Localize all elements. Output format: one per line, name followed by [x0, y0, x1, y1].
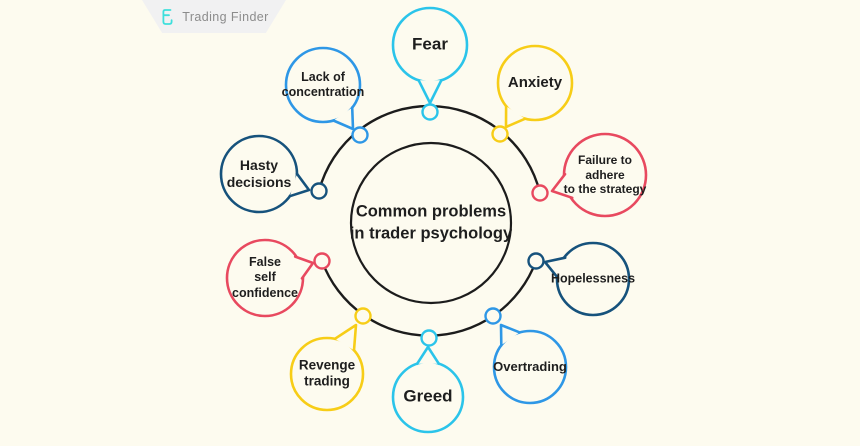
bubble-tail-revenge	[333, 323, 358, 352]
bubble-lack	[284, 46, 362, 124]
bubble-greed	[391, 360, 465, 434]
bubble-tail-lack	[332, 106, 355, 131]
bubble-tail-greed	[415, 345, 441, 365]
bubble-false-self	[225, 238, 305, 318]
bubble-tail-hopelessness	[543, 256, 567, 280]
bubble-tail-false-self	[293, 255, 315, 280]
center-title: Common problems in trader psychology	[349, 202, 513, 243]
node-overtrading	[484, 307, 502, 325]
bubble-tail-fear	[417, 78, 443, 105]
bubble-hasty	[219, 134, 299, 214]
logo-banner: Trading Finder	[142, 0, 286, 33]
bubble-tail-anxiety	[504, 104, 527, 129]
node-anxiety	[491, 125, 509, 143]
ring-arc-bottom	[320, 259, 538, 337]
bubble-anxiety	[496, 44, 574, 122]
tradingfinder-logo-icon	[162, 8, 173, 25]
bubble-failure	[562, 132, 648, 218]
logo-text: Trading Finder	[182, 9, 269, 24]
node-hasty	[310, 182, 328, 200]
bubble-tail-failure	[550, 172, 574, 200]
node-failure	[531, 184, 549, 202]
bubble-overtrading	[492, 329, 568, 405]
bubble-tail-hasty	[288, 172, 311, 198]
bubble-tail-overtrading	[499, 323, 521, 347]
node-fear	[421, 103, 439, 121]
node-lack	[351, 126, 369, 144]
node-revenge	[354, 307, 372, 325]
node-false-self	[313, 252, 331, 270]
node-hopelessness	[527, 252, 545, 270]
center-circle	[349, 141, 513, 305]
node-greed	[420, 329, 438, 347]
bubble-revenge	[289, 336, 365, 412]
bubble-hopelessness	[555, 241, 631, 317]
bubble-fear	[391, 6, 469, 84]
